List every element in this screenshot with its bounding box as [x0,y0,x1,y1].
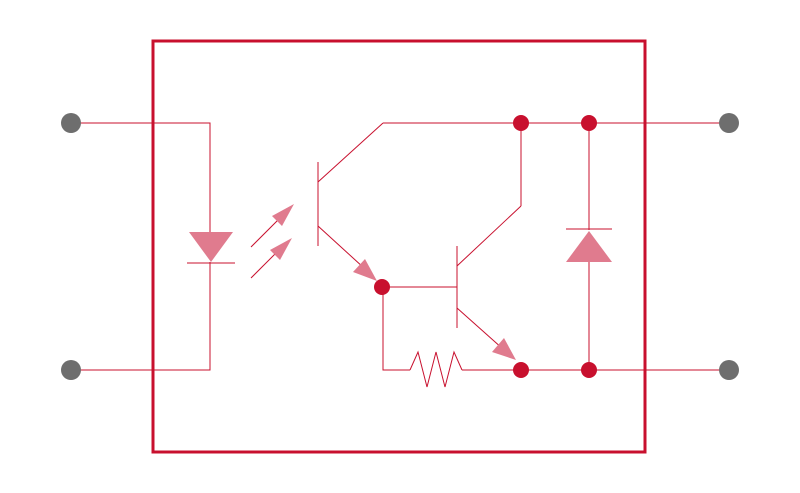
terminal-input-anode [61,113,81,133]
output-transistor [456,205,522,350]
terminals [61,113,739,380]
package-outline [151,39,647,454]
light-arrows [250,204,294,279]
junction-dot [374,279,390,295]
phototransistor-emitter-arrow [353,259,377,281]
junction-dot [581,362,597,378]
junction-dots [374,115,597,378]
junction-dot [513,115,529,131]
input-led [187,232,235,264]
input-wiring [71,122,211,371]
output-transistor-emitter-arrow [492,338,516,360]
junction-dot [513,362,529,378]
protection-diode [566,228,612,262]
output-wiring [382,122,729,371]
terminal-output-emitter [719,360,739,380]
base-resistor [409,350,463,388]
terminal-input-cathode [61,360,81,380]
phototransistor [317,122,384,269]
junction-dot [581,115,597,131]
terminal-output-collector [719,113,739,133]
